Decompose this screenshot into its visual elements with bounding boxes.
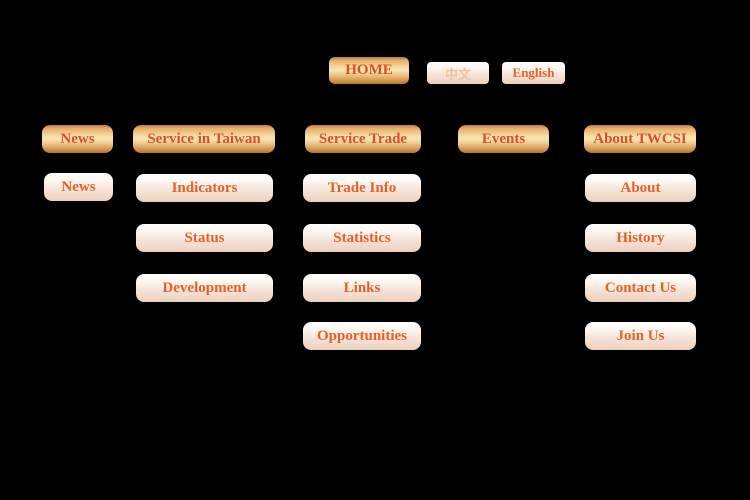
category-header-about-twcsi[interactable]: About TWCSI — [584, 125, 696, 153]
menu-item-join-us[interactable]: Join Us — [585, 322, 696, 350]
menu-item-history[interactable]: History — [585, 224, 696, 252]
category-header-news[interactable]: News — [42, 125, 113, 153]
category-header-events[interactable]: Events — [458, 125, 549, 153]
menu-item-news[interactable]: News — [44, 173, 113, 201]
menu-item-development[interactable]: Development — [136, 274, 273, 302]
menu-item-status[interactable]: Status — [136, 224, 273, 252]
menu-item-about[interactable]: About — [585, 174, 696, 202]
language-english-button[interactable]: English — [502, 62, 565, 84]
language-chinese-button[interactable]: 中文 — [427, 62, 489, 84]
category-header-service-in-taiwan[interactable]: Service in Taiwan — [133, 125, 275, 153]
menu-item-contact-us[interactable]: Contact Us — [585, 274, 696, 302]
menu-item-opportunities[interactable]: Opportunities — [303, 322, 421, 350]
menu-item-links[interactable]: Links — [303, 274, 421, 302]
category-header-service-trade[interactable]: Service Trade — [305, 125, 421, 153]
menu-item-trade-info[interactable]: Trade Info — [303, 174, 421, 202]
menu-item-indicators[interactable]: Indicators — [136, 174, 273, 202]
home-button[interactable]: HOME — [329, 57, 409, 84]
menu-item-statistics[interactable]: Statistics — [303, 224, 421, 252]
